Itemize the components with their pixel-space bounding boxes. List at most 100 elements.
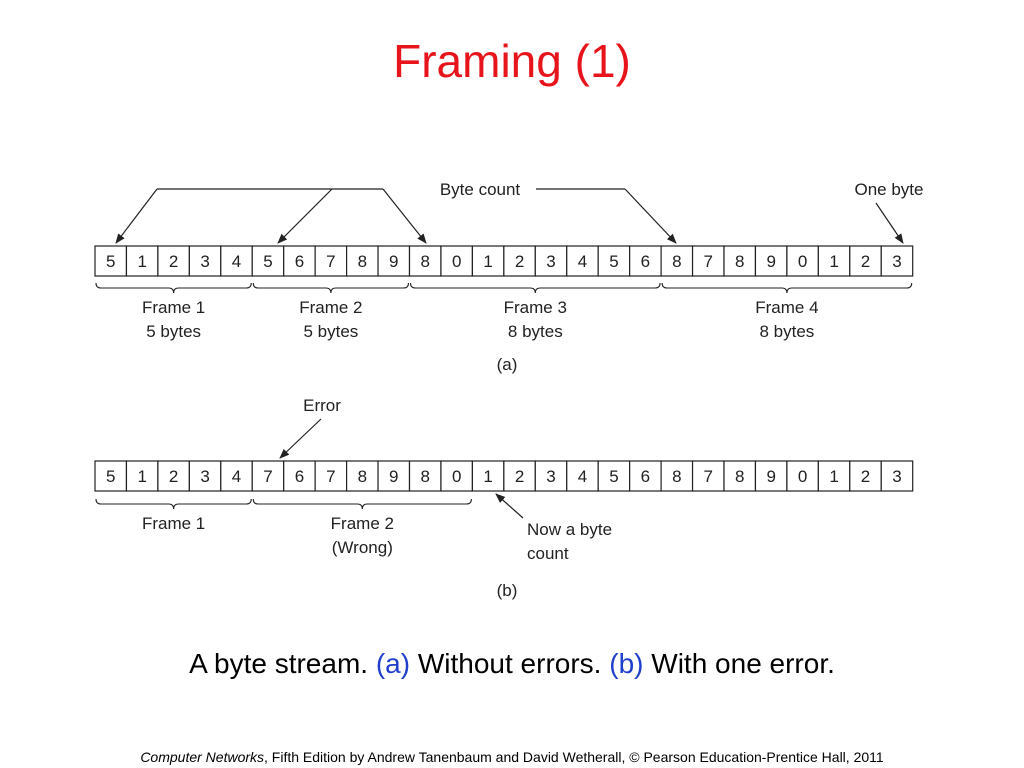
row-b-cell — [408, 460, 442, 492]
caption-tag-a: (a) — [375, 648, 411, 679]
row-a-cell — [880, 245, 914, 277]
row-a-byte-value: 9 — [766, 252, 775, 271]
row-a-byte-value: 5 — [106, 252, 115, 271]
row-b-byte-value: 8 — [735, 467, 744, 486]
a-frame-detail: 8 bytes — [759, 322, 814, 341]
row-b-byte-value: 7 — [263, 467, 272, 486]
a-frame-name: Frame 4 — [755, 298, 818, 317]
row-a-cell — [314, 245, 348, 277]
caption-text-3: With one error. — [643, 648, 835, 679]
row-b-byte-value: 1 — [483, 467, 492, 486]
row-b-byte-value: 2 — [169, 467, 178, 486]
b-frame-detail: (Wrong) — [332, 538, 393, 557]
row-a-cell — [125, 245, 159, 277]
row-b-byte-value: 1 — [829, 467, 838, 486]
footer-book-title: Computer Networks — [140, 749, 265, 765]
new-byte-count-arrow — [495, 493, 524, 519]
row-b-byte-value: 2 — [515, 467, 524, 486]
a-frame-name: Frame 2 — [299, 298, 362, 317]
row-b-cell — [157, 460, 190, 492]
caption-text-1: A byte stream. — [189, 648, 376, 679]
row-a-cell — [786, 245, 819, 277]
row-b-byte-value: 7 — [704, 467, 713, 486]
row-a-byte-value: 2 — [169, 252, 178, 271]
row-a-byte-value: 6 — [295, 252, 304, 271]
a-frame-detail: 8 bytes — [508, 322, 563, 341]
row-b-cell — [880, 460, 914, 492]
row-a-cell — [817, 245, 851, 277]
row-a-byte-value: 8 — [358, 252, 367, 271]
row-a-byte-value: 8 — [672, 252, 681, 271]
row-a-byte-value: 4 — [578, 252, 587, 271]
a-frame-detail: 5 bytes — [303, 322, 358, 341]
row-b-cell — [660, 460, 694, 492]
byte-count-arrows — [115, 188, 677, 244]
row-b-cell — [691, 460, 725, 492]
row-a-byte-value: 3 — [546, 252, 555, 271]
row-b-byte-value: 5 — [609, 467, 618, 486]
footer-credit: Computer Networks, Fifth Edition by Andr… — [0, 749, 1024, 765]
row-a-cell — [754, 245, 788, 277]
a-frame-name: Frame 1 — [142, 298, 205, 317]
row-b-byte-value: 0 — [798, 467, 807, 486]
framing-diagram: 5 1 2 3 4 5 6 7 8 9 8 0 1 2 3 4 5 6 8 7 8 9 0 1 2 3 Frame 1 5 byte… — [94, 180, 924, 600]
error-label: Error — [303, 396, 341, 415]
row-a-byte-value: 6 — [641, 252, 650, 271]
row-a-byte-value: 7 — [704, 252, 713, 271]
row-a-byte-value: 7 — [326, 252, 335, 271]
row-a-byte-value: 1 — [137, 252, 146, 271]
row-b-cell — [786, 460, 819, 492]
row-a-cell — [440, 245, 474, 277]
row-b-byte-value: 3 — [546, 467, 555, 486]
row-a-cell — [849, 245, 882, 277]
row-b-byte-value: 4 — [578, 467, 587, 486]
row-a-byte-value: 8 — [735, 252, 744, 271]
row-a-cell — [597, 245, 631, 277]
figure-caption: A byte stream. (a) Without errors. (b) W… — [0, 648, 1024, 680]
row-b-cell — [534, 460, 568, 492]
row-a-cell — [471, 245, 505, 277]
row-a-cell — [408, 245, 442, 277]
row-b-byte-value: 3 — [200, 467, 209, 486]
row-a-cell — [723, 245, 757, 277]
row-a-cell — [377, 245, 411, 277]
label-a: (a) — [497, 355, 518, 374]
row-a-byte-value: 8 — [420, 252, 429, 271]
row-b-byte-value: 9 — [766, 467, 775, 486]
row-a-cell — [629, 245, 662, 277]
row-b-byte-value: 0 — [452, 467, 461, 486]
row-b-byte-value: 3 — [892, 467, 901, 486]
slide-title: Framing (1) — [393, 35, 631, 87]
a-frame-detail: 5 bytes — [146, 322, 201, 341]
new-byte-count-label-1: Now a byte — [527, 520, 612, 539]
row-a-byte-value: 2 — [861, 252, 870, 271]
row-b-byte-value: 5 — [106, 467, 115, 486]
row-a-byte-value: 2 — [515, 252, 524, 271]
row-b-byte-value: 6 — [641, 467, 650, 486]
row-b-byte-value: 2 — [861, 467, 870, 486]
caption-text-2: Without errors. — [410, 648, 610, 679]
row-b-byte-value: 1 — [137, 467, 146, 486]
row-a-cell — [503, 245, 536, 277]
row-a-cell — [534, 245, 568, 277]
row-b-cell — [471, 460, 505, 492]
row-a-byte-value: 5 — [263, 252, 272, 271]
row-a-cell — [188, 245, 222, 277]
row-a-byte-value: 4 — [232, 252, 241, 271]
row-b-byte-value: 8 — [420, 467, 429, 486]
row-b-byte-value: 4 — [232, 467, 241, 486]
row-b-cell — [346, 460, 379, 492]
row-a-byte-value: 1 — [483, 252, 492, 271]
b-frame-brace — [95, 498, 252, 510]
row-b-cell — [188, 460, 222, 492]
row-a-byte-value: 0 — [452, 252, 461, 271]
new-byte-count-label-2: count — [527, 544, 569, 563]
one-byte-arrow — [875, 202, 904, 244]
row-b-byte-value: 6 — [295, 467, 304, 486]
a-frame-brace — [661, 282, 913, 294]
row-a-cell — [660, 245, 694, 277]
byte-count-label: Byte count — [440, 180, 521, 199]
row-a-cell — [157, 245, 190, 277]
row-a-cell — [220, 245, 253, 277]
